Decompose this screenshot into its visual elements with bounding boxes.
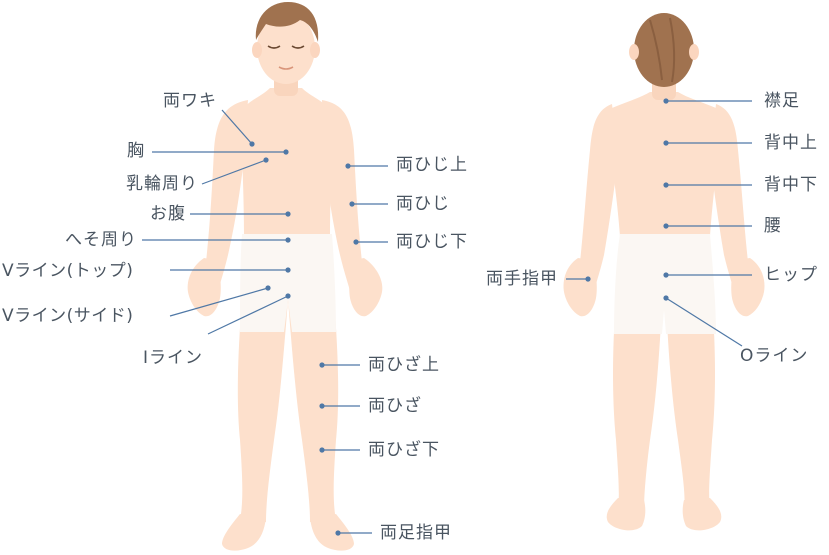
label-elbow: 両ひじ bbox=[396, 194, 450, 214]
back-right-leg bbox=[666, 300, 715, 508]
elbow-dot bbox=[349, 201, 355, 207]
belly-dot bbox=[285, 211, 291, 217]
label-o-line: Oライン bbox=[740, 346, 809, 366]
leader-lines bbox=[142, 100, 752, 534]
waist-dot bbox=[663, 223, 669, 229]
label-lower-knee: 両ひざ下 bbox=[368, 440, 440, 460]
label-hips: ヒップ bbox=[764, 265, 818, 285]
back-hair-strands bbox=[649, 17, 676, 83]
back-figure bbox=[563, 13, 765, 531]
label-lower-elbow: 両ひじ下 bbox=[396, 232, 468, 252]
label-belly: お腹 bbox=[150, 204, 186, 224]
back-left-ear bbox=[629, 44, 639, 60]
knee-dot bbox=[319, 403, 325, 409]
front-left-foot bbox=[222, 514, 266, 551]
front-right-eye bbox=[291, 45, 305, 49]
front-right-ear bbox=[310, 42, 320, 58]
armpits-dot bbox=[249, 141, 255, 147]
o-line-dot bbox=[663, 295, 669, 301]
label-i-line: Iライン bbox=[142, 348, 203, 368]
label-upper-back: 背中上 bbox=[764, 133, 818, 153]
front-right-foot bbox=[310, 514, 354, 551]
v-top-dot bbox=[285, 267, 291, 273]
label-areola: 乳輪周り bbox=[126, 174, 198, 194]
back-right-hand bbox=[731, 258, 765, 317]
armpits-leader bbox=[221, 109, 253, 145]
front-left-arm bbox=[196, 100, 248, 304]
back-left-leg bbox=[613, 300, 662, 508]
label-v-side: Vライン(サイド) bbox=[2, 306, 134, 326]
back-head bbox=[634, 13, 694, 87]
front-right-arm bbox=[322, 100, 372, 304]
navel-dot bbox=[285, 237, 291, 243]
upper-knee-dot bbox=[319, 362, 325, 368]
label-upper-elbow: 両ひじ上 bbox=[396, 155, 468, 175]
label-upper-knee: 両ひざ上 bbox=[368, 355, 440, 375]
upper-back-dot bbox=[663, 140, 669, 146]
label-navel: へそ周り bbox=[65, 230, 137, 250]
i-line-dot bbox=[285, 293, 291, 299]
chest-dot bbox=[283, 149, 289, 155]
hips-dot bbox=[663, 272, 669, 278]
areola-leader bbox=[201, 159, 267, 185]
label-v-top: Vライン(トップ) bbox=[2, 261, 134, 281]
front-torso bbox=[242, 88, 332, 236]
label-waist: 腰 bbox=[764, 216, 782, 236]
back-left-foot bbox=[606, 498, 646, 531]
back-right-ear bbox=[689, 44, 699, 60]
front-left-ear bbox=[252, 42, 262, 58]
label-lower-back: 背中下 bbox=[764, 175, 818, 195]
lower-knee-dot bbox=[319, 447, 325, 453]
upper-elbow-dot bbox=[345, 163, 351, 169]
front-right-leg bbox=[288, 300, 339, 522]
front-mouth bbox=[278, 66, 294, 70]
front-head bbox=[257, 12, 315, 84]
back-left-hand bbox=[563, 258, 597, 317]
v-side-dot bbox=[265, 285, 271, 291]
label-hands: 両手指甲 bbox=[486, 269, 558, 289]
label-armpits: 両ワキ bbox=[163, 91, 217, 111]
hands-dot bbox=[585, 276, 591, 282]
back-right-foot bbox=[682, 498, 722, 531]
toes-dot bbox=[335, 530, 341, 536]
front-underwear bbox=[240, 234, 336, 332]
v-side-leader bbox=[169, 287, 269, 317]
o-line-leader bbox=[665, 297, 743, 347]
front-figure bbox=[187, 2, 383, 551]
back-right-arm bbox=[710, 104, 756, 304]
front-left-eye bbox=[267, 45, 281, 49]
lower-back-dot bbox=[663, 182, 669, 188]
label-toes: 両足指甲 bbox=[380, 523, 452, 543]
i-line-leader bbox=[207, 295, 289, 335]
label-knee: 両ひざ bbox=[368, 396, 422, 416]
nape-dot bbox=[663, 98, 669, 104]
front-left-hand bbox=[187, 258, 221, 317]
areola-dot bbox=[263, 157, 269, 163]
front-left-leg bbox=[237, 300, 288, 522]
leader-dots bbox=[249, 98, 669, 536]
label-chest: 胸 bbox=[127, 141, 145, 161]
label-nape: 襟足 bbox=[764, 91, 800, 111]
back-underwear bbox=[614, 234, 716, 334]
front-hair bbox=[255, 2, 319, 42]
front-right-hand bbox=[349, 258, 383, 317]
back-left-arm bbox=[572, 104, 618, 304]
back-torso bbox=[610, 92, 719, 236]
lower-elbow-dot bbox=[353, 239, 359, 245]
